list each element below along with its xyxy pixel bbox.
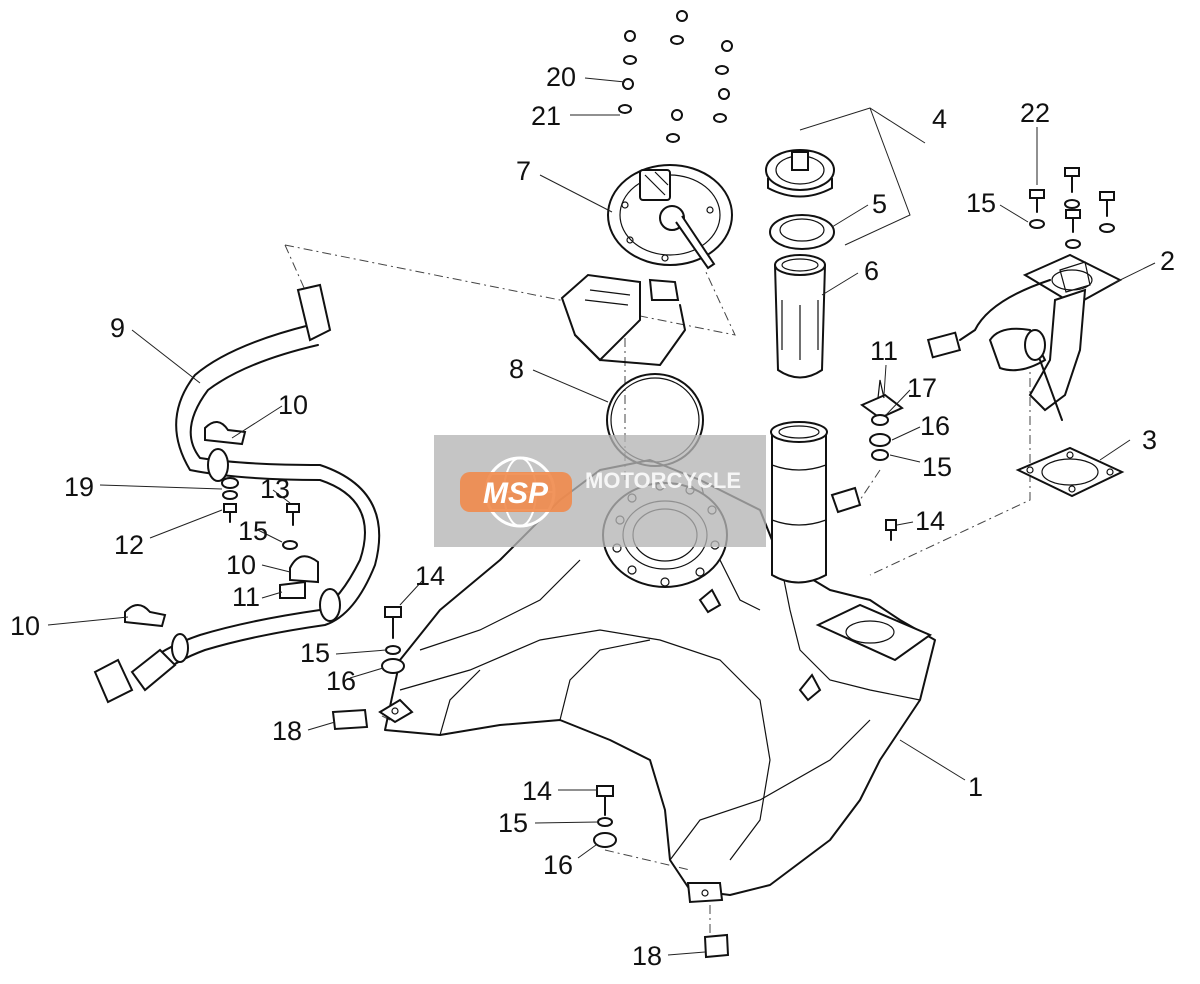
sender-screws [1029,167,1115,249]
callout-6: 6 [864,256,879,286]
fuel-pump-part-7 [560,164,733,366]
callout-16-right: 16 [920,411,950,441]
callout-15-sender: 15 [966,188,996,218]
callout-2: 2 [1160,246,1175,276]
callout-21: 21 [531,101,561,131]
callout-16-bottom: 16 [543,850,573,880]
callout-3: 3 [1142,425,1157,455]
callout-10-lower: 10 [10,611,40,641]
company-name: MOTORCYCLE [585,468,741,493]
fuel-level-sender-part-2 [926,253,1123,421]
clip-hardware-right [859,379,904,541]
callout-18-bottom: 18 [632,941,662,971]
msp-logo: MSP [483,477,549,510]
fuel-hose-part-9 [93,283,381,704]
callout-22: 22 [1020,98,1050,128]
fuel-cap-part-4 [765,149,835,198]
callout-14-left: 14 [415,561,445,591]
callout-15-hose: 15 [238,516,268,546]
watermark: MSP MOTORCYCLE [434,435,766,547]
leader-lines [47,77,1156,956]
callout-14-bottom: 14 [522,776,552,806]
callout-9: 9 [110,313,125,343]
callout-10-upper: 10 [278,390,308,420]
callout-20: 20 [546,62,576,92]
sender-gasket-part-3 [1015,446,1125,498]
callout-15-left: 15 [300,638,330,668]
callout-12: 12 [114,530,144,560]
callout-1: 1 [968,772,983,802]
callout-4: 4 [932,104,947,134]
callout-7: 7 [516,156,531,186]
pump-hardware [618,10,733,143]
callout-14-right: 14 [915,506,945,536]
callout-5: 5 [872,189,887,219]
callout-19: 19 [64,472,94,502]
callout-8: 8 [509,354,524,384]
assembly-lines [284,244,1031,935]
mount-bolts [331,606,730,959]
callout-15-bottom: 15 [498,808,528,838]
callout-10-middle: 10 [226,550,256,580]
filler-insert-part-6 [774,254,826,379]
callout-11-hose: 11 [232,582,260,612]
callout-11-right: 11 [870,336,898,366]
hose-clamps [124,421,319,628]
callout-labels: 20 21 7 4 5 6 22 15 2 9 8 10 11 17 16 15… [10,62,1175,971]
callout-15-right: 15 [922,452,952,482]
callout-17: 17 [907,373,937,403]
callout-16-left: 16 [326,666,356,696]
callout-13: 13 [260,474,290,504]
msp-logo-badge [460,472,572,512]
cap-gasket-part-5 [769,214,835,250]
callout-18-left: 18 [272,716,302,746]
